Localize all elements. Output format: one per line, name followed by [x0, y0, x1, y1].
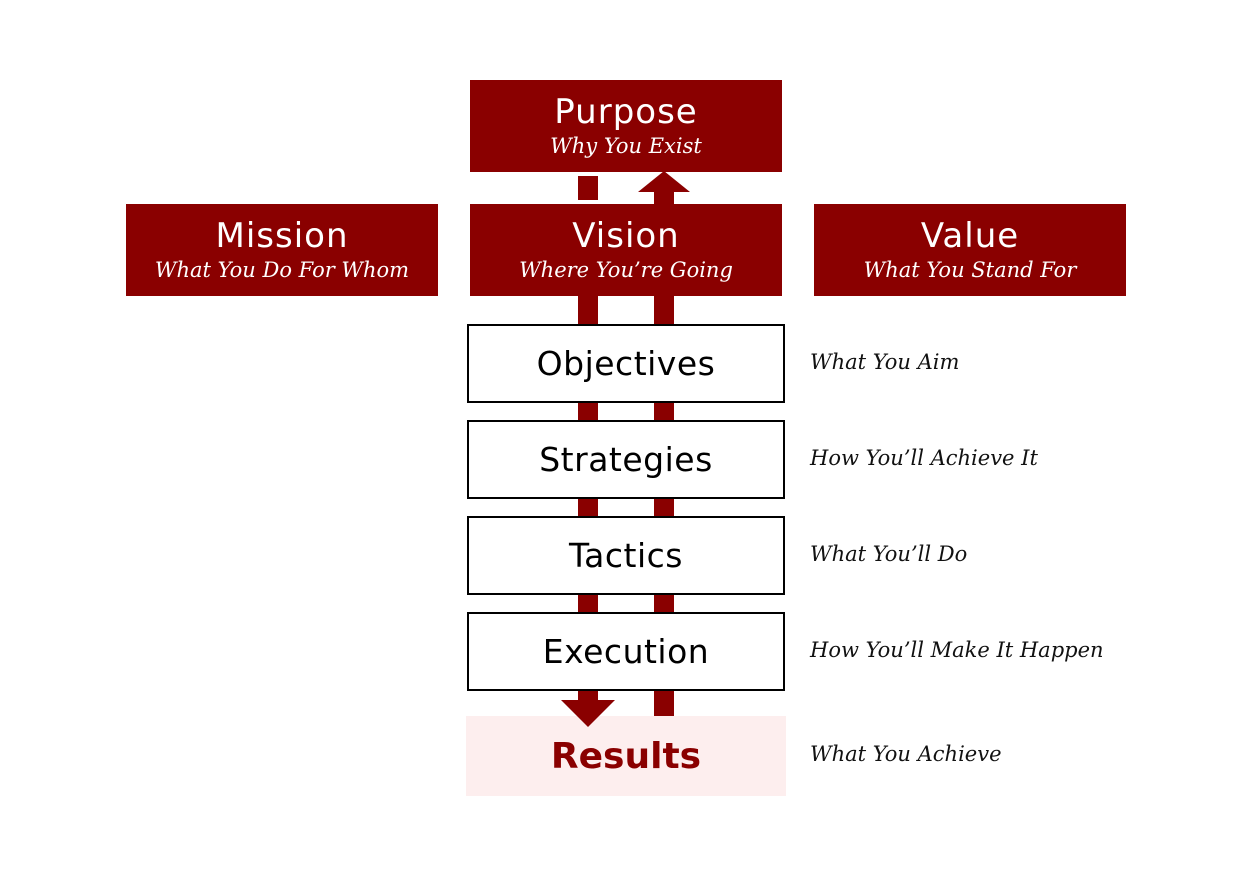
down-arrow-icon	[561, 700, 615, 727]
strategies-description: How You’ll Achieve It	[810, 446, 1038, 470]
value-title: Value	[920, 216, 1020, 256]
value-box: Value What You Stand For	[814, 204, 1126, 296]
purpose-title: Purpose	[554, 92, 698, 132]
tactics-description: What You’ll Do	[810, 542, 968, 566]
execution-description: How You’ll Make It Happen	[810, 638, 1104, 662]
vision-title: Vision	[572, 216, 680, 256]
results-box: Results	[466, 716, 786, 796]
mission-title: Mission	[215, 216, 349, 256]
vision-subtitle: Where You’re Going	[519, 258, 733, 282]
tactics-box: Tactics	[467, 516, 785, 595]
execution-box: Execution	[467, 612, 785, 691]
objectives-description: What You Aim	[810, 350, 960, 374]
vision-box: Vision Where You’re Going	[470, 204, 782, 296]
purpose-box: Purpose Why You Exist	[470, 80, 782, 172]
up-arrow-icon	[638, 171, 690, 192]
purpose-subtitle: Why You Exist	[550, 134, 702, 158]
mission-subtitle: What You Do For Whom	[154, 258, 410, 282]
mission-box: Mission What You Do For Whom	[126, 204, 438, 296]
value-subtitle: What You Stand For	[863, 258, 1077, 282]
strategies-box: Strategies	[467, 420, 785, 499]
results-description: What You Achieve	[810, 742, 1002, 766]
connector-bar-right-top	[654, 190, 674, 204]
objectives-box: Objectives	[467, 324, 785, 403]
connector-bar-left-top	[578, 176, 598, 200]
